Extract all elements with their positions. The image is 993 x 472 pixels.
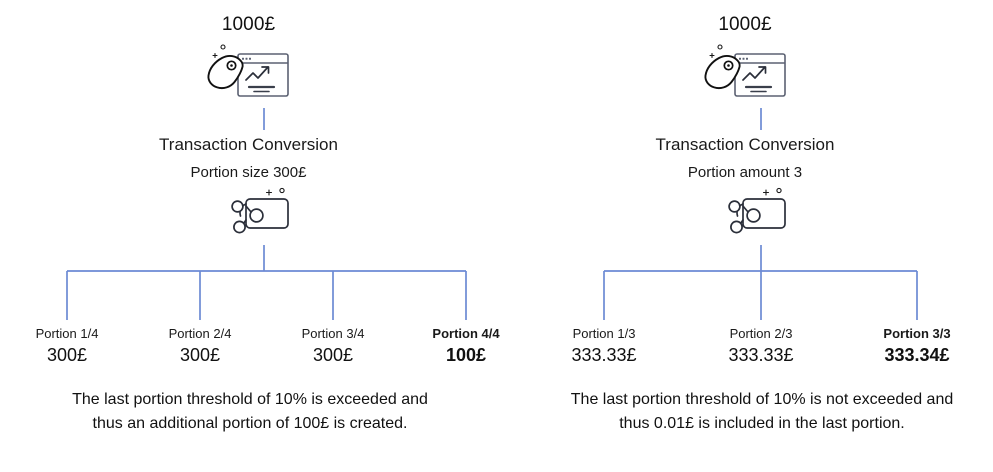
step-title: Transaction Conversion	[159, 135, 338, 154]
source-amount-label: 1000£	[718, 14, 772, 35]
price-tag-chart-icon	[695, 42, 795, 102]
leaf-title: Portion 1/3	[572, 326, 636, 341]
source-amount-label: 1000£	[221, 14, 276, 35]
price-tag-chart-icon	[198, 42, 298, 102]
list-item: Portion 2/3 333.33£	[686, 325, 836, 367]
list-item: Portion 1/3 333.33£	[529, 325, 679, 367]
leaf-title: Portion 4/4	[432, 326, 500, 341]
portion-card-icon	[725, 186, 797, 242]
caption-left: The last portion threshold of 10% is exc…	[72, 391, 428, 432]
portion-card-icon	[228, 186, 300, 242]
leaf-title: Portion 3/3	[883, 326, 951, 341]
leaf-title: Portion 2/3	[729, 326, 793, 341]
leaf-value: 333.33£	[571, 345, 637, 365]
leaf-title: Portion 3/4	[301, 326, 365, 341]
leaf-value: 100£	[445, 345, 487, 365]
portion-size-panel: 1000£	[0, 14, 500, 367]
leaf-title: Portion 1/4	[35, 326, 99, 341]
leaf-value: 300£	[179, 345, 221, 365]
list-item: Portion 2/4 300£	[125, 325, 275, 367]
list-item-highlighted: Portion 4/4 100£	[391, 325, 541, 367]
step-subtitle: Portion size 300£	[190, 164, 307, 181]
leaf-title: Portion 2/4	[168, 326, 232, 341]
leaf-value: 300£	[46, 345, 88, 365]
leaf-value: 333.33£	[728, 345, 794, 365]
step-title: Transaction Conversion	[655, 135, 835, 154]
step-subtitle: Portion amount 3	[687, 164, 803, 181]
caption-right: The last portion threshold of 10% is not…	[570, 391, 954, 432]
list-item: Portion 3/4 300£	[258, 325, 408, 367]
list-item-highlighted: Portion 3/3 333.34£	[842, 325, 992, 367]
leaf-value: 300£	[312, 345, 354, 365]
list-item: Portion 1/4 300£	[0, 325, 142, 367]
leaf-value: 333.34£	[884, 345, 950, 365]
